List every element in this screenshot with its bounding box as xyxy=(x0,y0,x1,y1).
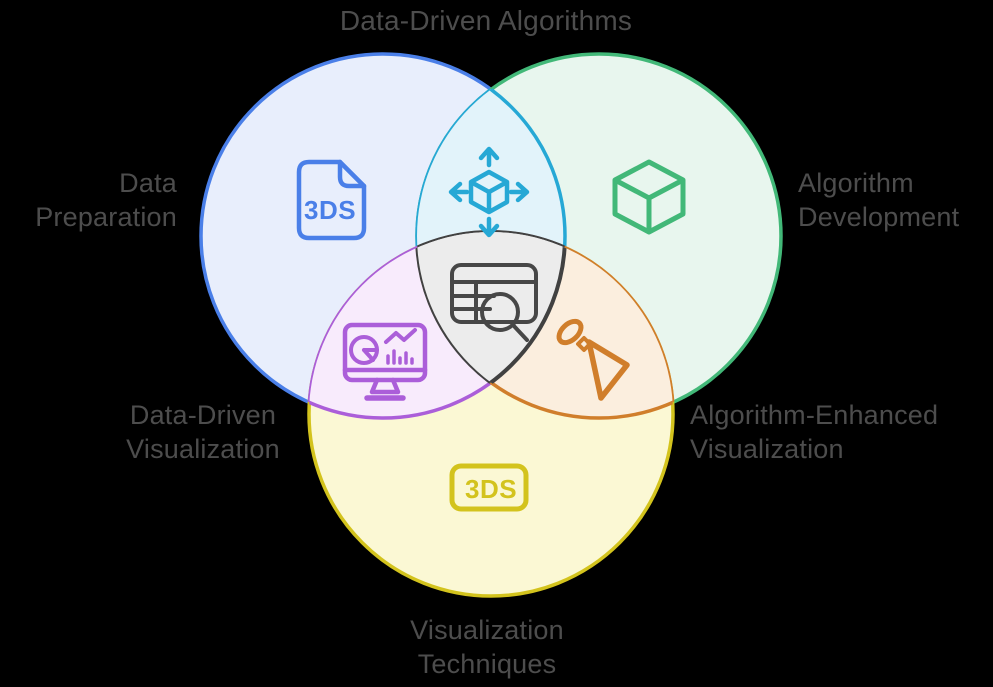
move-3d-cube-icon xyxy=(448,146,530,238)
label-data-driven-visualization: Data-Driven Visualization xyxy=(126,400,280,464)
magnifier-handle xyxy=(511,323,529,342)
label-data-preparation: Data Preparation xyxy=(35,168,177,232)
table-search-icon xyxy=(450,263,538,342)
line-chart-glyph xyxy=(384,328,417,344)
brush-head xyxy=(586,339,630,401)
analytics-monitor-icon xyxy=(342,322,428,401)
monitor-stand xyxy=(369,377,401,395)
bar-chart-glyph xyxy=(386,349,414,365)
3ds-badge-label: 3DS xyxy=(465,474,517,504)
label-visualization-techniques: Visualization Techniques xyxy=(410,615,564,679)
3d-cube-icon xyxy=(612,159,686,235)
label-data-driven-algorithms: Data-Driven Algorithms xyxy=(339,5,633,36)
brush-handle xyxy=(556,318,584,346)
brush-icon xyxy=(556,318,630,401)
3ds-file-icon: 3DS xyxy=(296,159,367,241)
magnifier-glass xyxy=(480,292,520,332)
3ds-file-label: 3DS xyxy=(304,195,356,225)
label-algorithm-development: Algorithm Development xyxy=(798,168,960,232)
3ds-badge-icon: 3DS xyxy=(449,463,529,512)
label-algorithm-enhanced-visualization: Algorithm-Enhanced Visualization xyxy=(690,400,939,464)
